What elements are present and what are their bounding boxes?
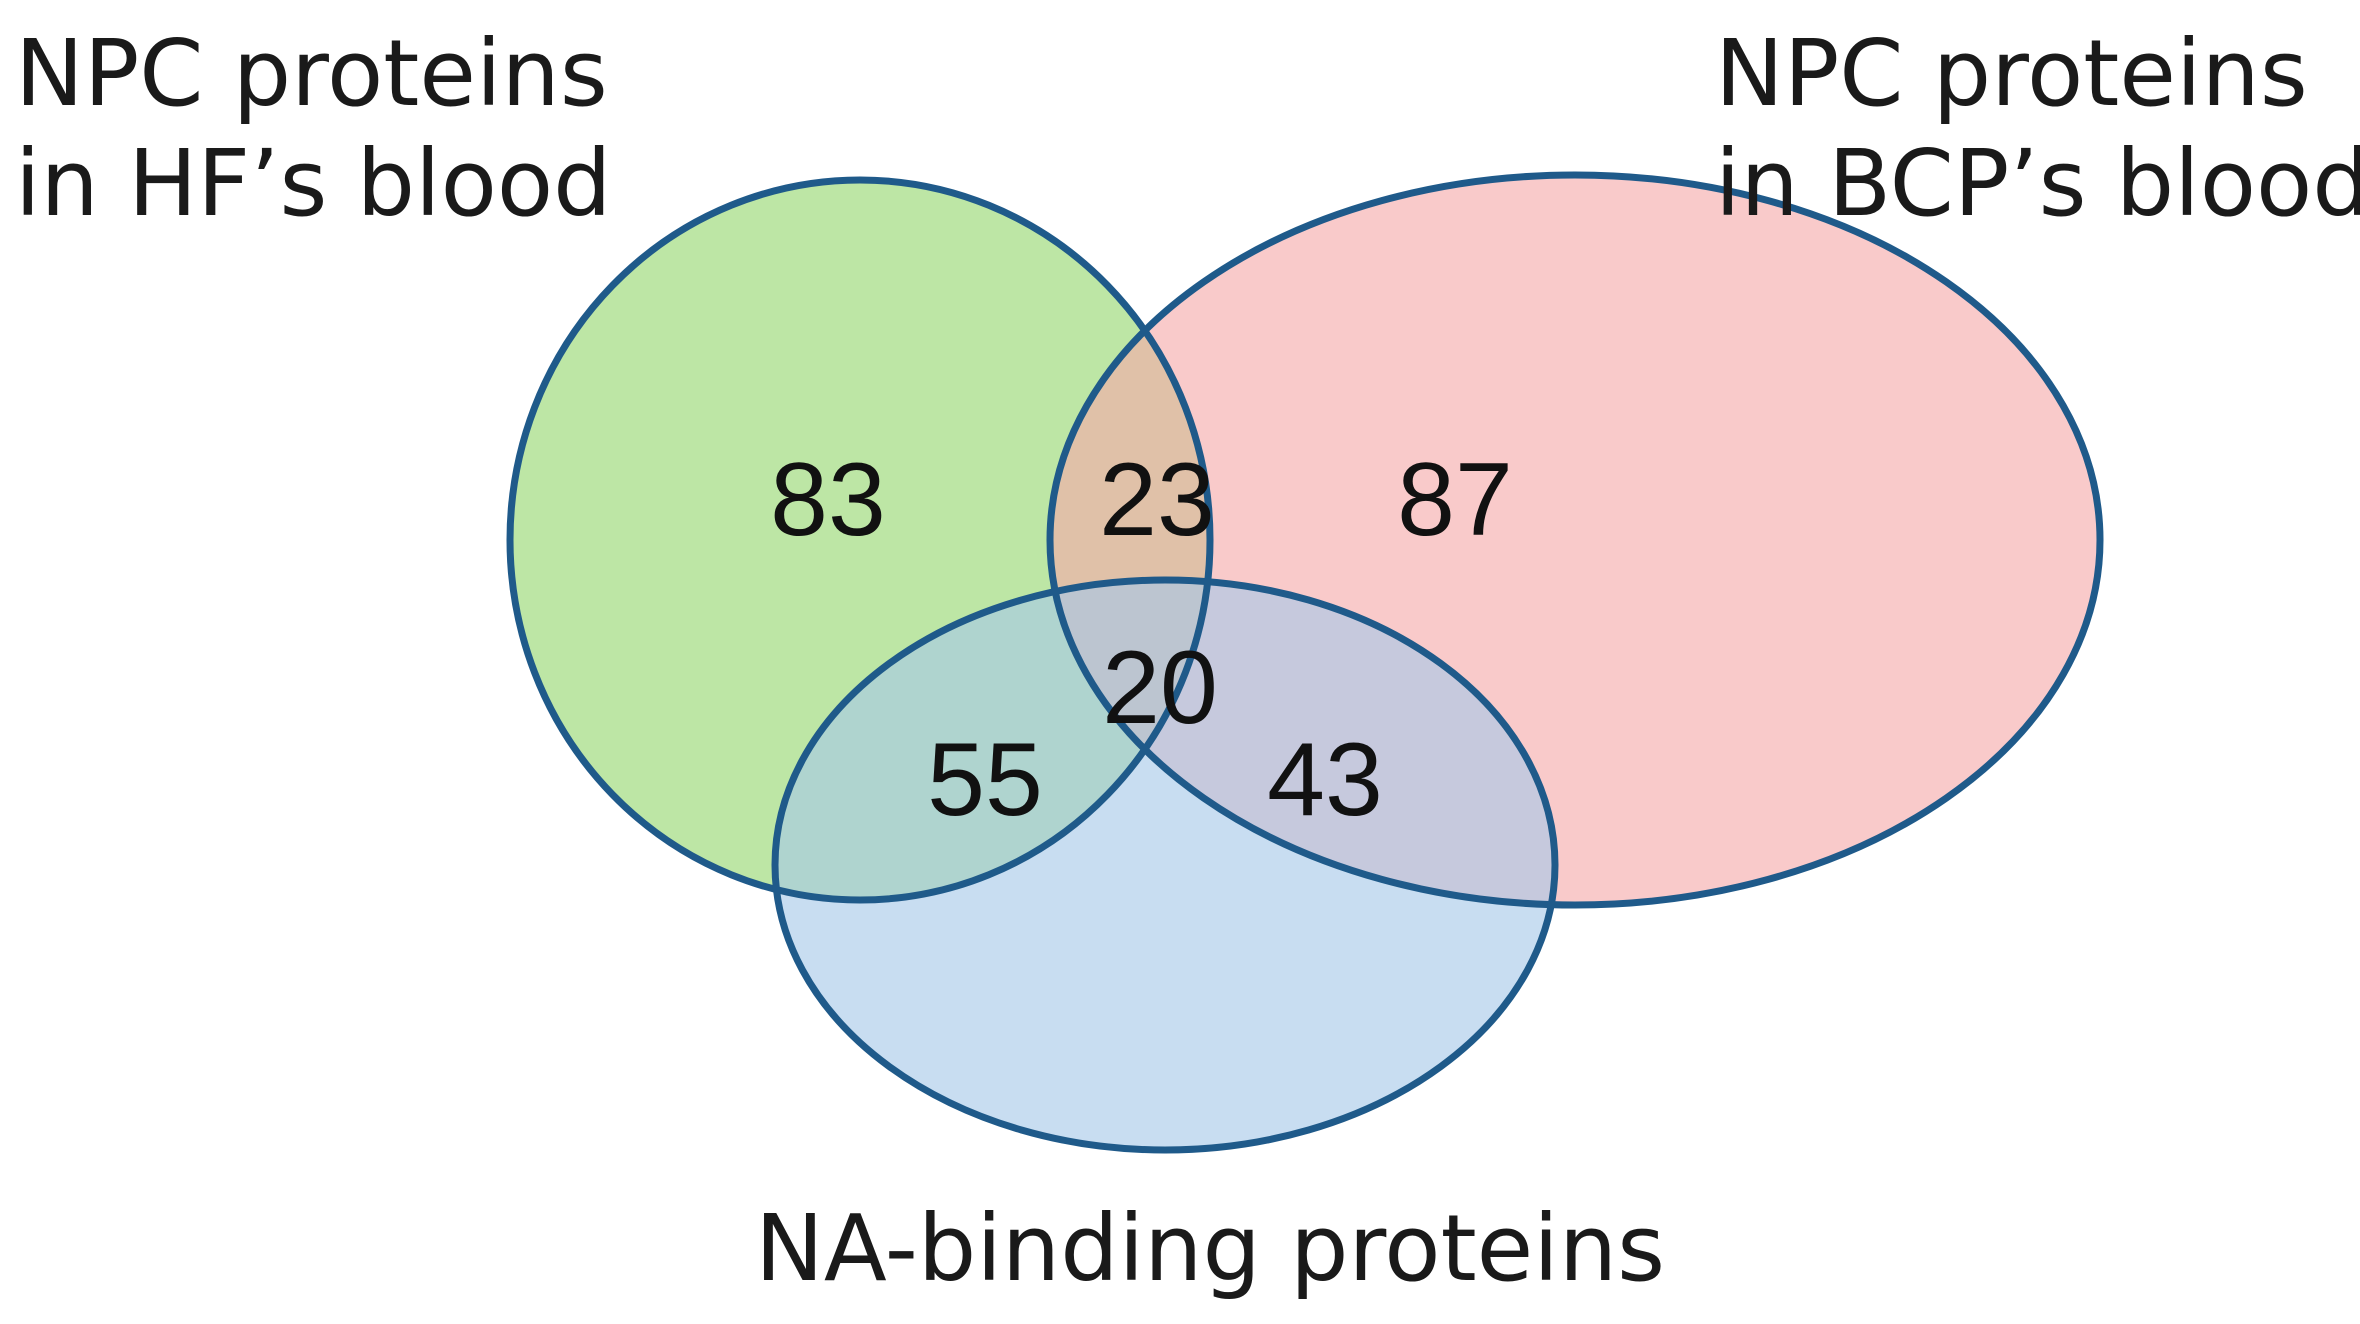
set-na-label: NA-binding proteins (755, 1195, 1665, 1302)
region-hf-na-count: 55 (927, 722, 1043, 838)
region-hf-bcp-count: 23 (1099, 442, 1215, 558)
set-outlines (506, 171, 2104, 1154)
region-bcp-only-count: 87 (1397, 442, 1513, 558)
set-hf-outline (506, 176, 1214, 904)
set-bcp-label-line-1: NPC proteins (1715, 20, 2308, 127)
set-fills (510, 175, 2100, 1150)
set-bcp-outline (1046, 171, 2104, 909)
set-bcp-label-line-2: in BCP’s blood (1715, 130, 2360, 237)
region-counts: 83 23 87 20 55 43 (770, 442, 1513, 838)
set-bcp-label: NPC proteins in BCP’s blood (1715, 20, 2360, 237)
region-hf-bcp-na-count: 20 (1102, 630, 1218, 746)
set-hf-label: NPC proteins in HF’s blood (15, 20, 637, 237)
region-bcp-na-count: 43 (1267, 722, 1383, 838)
region-hf-only-count: 83 (770, 442, 886, 558)
set-na-fill (775, 580, 1555, 1150)
set-hf-label-line-2: in HF’s blood (15, 130, 612, 237)
set-na-outline (771, 576, 1559, 1154)
set-hf-label-line-1: NPC proteins (15, 20, 608, 127)
